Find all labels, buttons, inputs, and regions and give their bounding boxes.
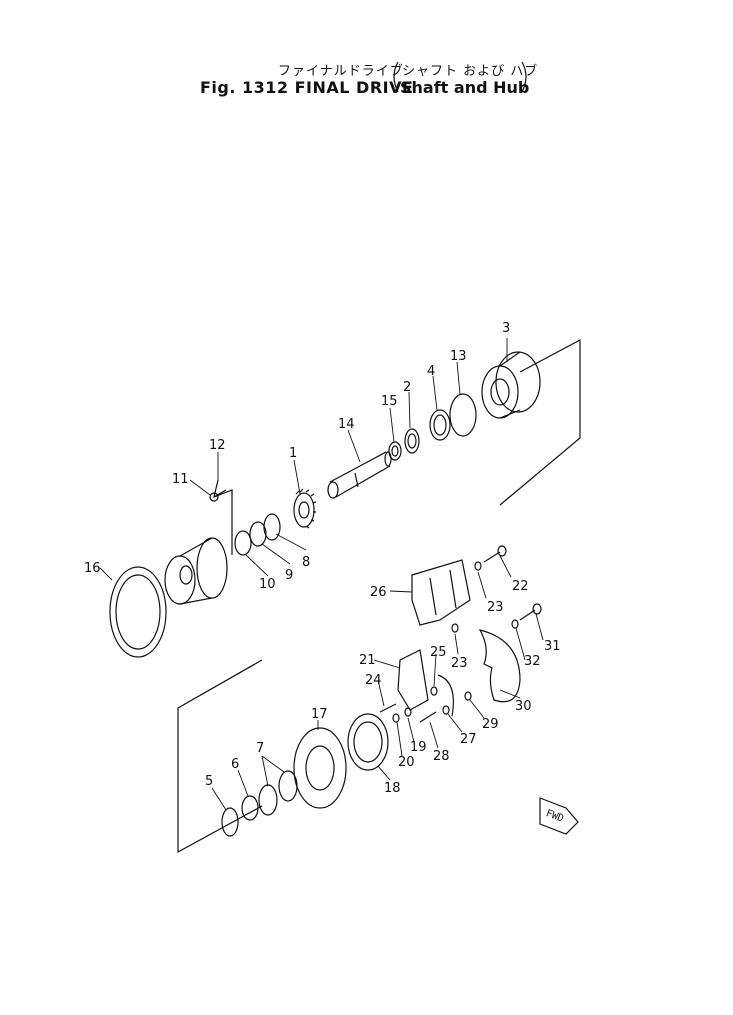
callout-7: 7 bbox=[256, 741, 264, 756]
part-28-bolt bbox=[419, 711, 437, 723]
part-5-spacer bbox=[221, 807, 239, 837]
part-26-bracket bbox=[411, 559, 471, 626]
part-19-washer bbox=[404, 707, 412, 717]
callout-26: 26 bbox=[370, 585, 387, 600]
part-30-shield bbox=[478, 629, 521, 703]
forward-arrow-icon bbox=[539, 797, 579, 835]
figure-number: Fig. 1312 bbox=[200, 78, 289, 97]
callout-30: 30 bbox=[515, 699, 532, 714]
callout-20: 20 bbox=[398, 755, 415, 770]
part-hub-cover bbox=[164, 537, 228, 605]
part-24-bolt bbox=[379, 703, 397, 713]
callout-9: 9 bbox=[285, 568, 293, 583]
part-11-bolt bbox=[209, 479, 233, 555]
callout-10: 10 bbox=[259, 577, 276, 592]
callout-16: 16 bbox=[84, 561, 101, 576]
callout-28: 28 bbox=[433, 749, 450, 764]
callout-18: 18 bbox=[384, 781, 401, 796]
part-21-plate bbox=[397, 649, 429, 711]
part-7-bearing-a bbox=[278, 770, 298, 802]
callout-32: 32 bbox=[524, 654, 541, 669]
figure-subtitle: Shaft and Hub bbox=[400, 78, 530, 97]
bracket-right bbox=[521, 61, 527, 93]
assembly-bracket-upper bbox=[499, 339, 581, 506]
callout-31: 31 bbox=[544, 639, 561, 654]
part-15-nut bbox=[388, 441, 402, 461]
callout-15: 15 bbox=[381, 394, 398, 409]
title-japanese-main: ファイナルドライブ bbox=[278, 64, 404, 79]
part-10-washer bbox=[234, 530, 252, 556]
part-23-washer-lower bbox=[451, 623, 459, 633]
leader-lines bbox=[99, 338, 544, 811]
title-japanese-sub: シャフト および ハブ bbox=[402, 64, 539, 79]
part-31-bolt bbox=[519, 603, 542, 621]
part-13-o-ring bbox=[449, 393, 477, 437]
bracket-left bbox=[393, 61, 399, 93]
callout-19: 19 bbox=[410, 740, 427, 755]
callout-2: 2 bbox=[403, 380, 411, 395]
part-14-shaft bbox=[327, 451, 392, 499]
callout-14: 14 bbox=[338, 417, 355, 432]
callout-17: 17 bbox=[311, 707, 328, 722]
callout-5: 5 bbox=[205, 774, 213, 789]
callout-29: 29 bbox=[482, 717, 499, 732]
callout-25: 25 bbox=[430, 645, 447, 660]
callout-1: 1 bbox=[289, 446, 297, 461]
callout-11: 11 bbox=[172, 472, 189, 487]
callout-12: 12 bbox=[209, 438, 226, 453]
part-27-washer bbox=[442, 705, 450, 715]
part-4-bearing bbox=[429, 409, 451, 441]
part-6-seal bbox=[241, 795, 259, 821]
figure-title-main: FINAL DRIVE bbox=[294, 78, 414, 97]
callout-23-lower: 23 bbox=[451, 656, 468, 671]
callout-27: 27 bbox=[460, 732, 477, 747]
figure-title: Fig. 1312 FINAL DRIVE bbox=[200, 78, 413, 97]
part-17-hub bbox=[293, 727, 347, 809]
part-29-nut bbox=[464, 691, 472, 701]
assembly-bracket-lower bbox=[177, 659, 263, 854]
part-25-nut bbox=[430, 686, 438, 696]
part-7-bearing-b bbox=[258, 784, 278, 816]
callout-22: 22 bbox=[512, 579, 529, 594]
part-20-washer bbox=[392, 713, 400, 723]
callout-6: 6 bbox=[231, 757, 239, 772]
callout-8: 8 bbox=[302, 555, 310, 570]
part-18-drum bbox=[347, 713, 389, 771]
part-16-gasket bbox=[109, 566, 167, 658]
callout-3: 3 bbox=[502, 321, 510, 336]
part-23-washer-upper bbox=[474, 561, 482, 571]
part-22-bolt bbox=[483, 545, 507, 563]
part-1-gear bbox=[293, 488, 317, 529]
part-32-washer bbox=[511, 619, 519, 629]
part-25-pad bbox=[437, 674, 454, 717]
part-3-housing bbox=[481, 351, 541, 419]
callout-13: 13 bbox=[450, 349, 467, 364]
callout-23-upper: 23 bbox=[487, 600, 504, 615]
callout-24: 24 bbox=[365, 673, 382, 688]
callout-4: 4 bbox=[427, 364, 435, 379]
forward-label: FWD bbox=[544, 808, 565, 825]
part-9-washer bbox=[249, 521, 267, 547]
callout-21: 21 bbox=[359, 653, 376, 668]
part-2-bearing bbox=[404, 428, 420, 454]
